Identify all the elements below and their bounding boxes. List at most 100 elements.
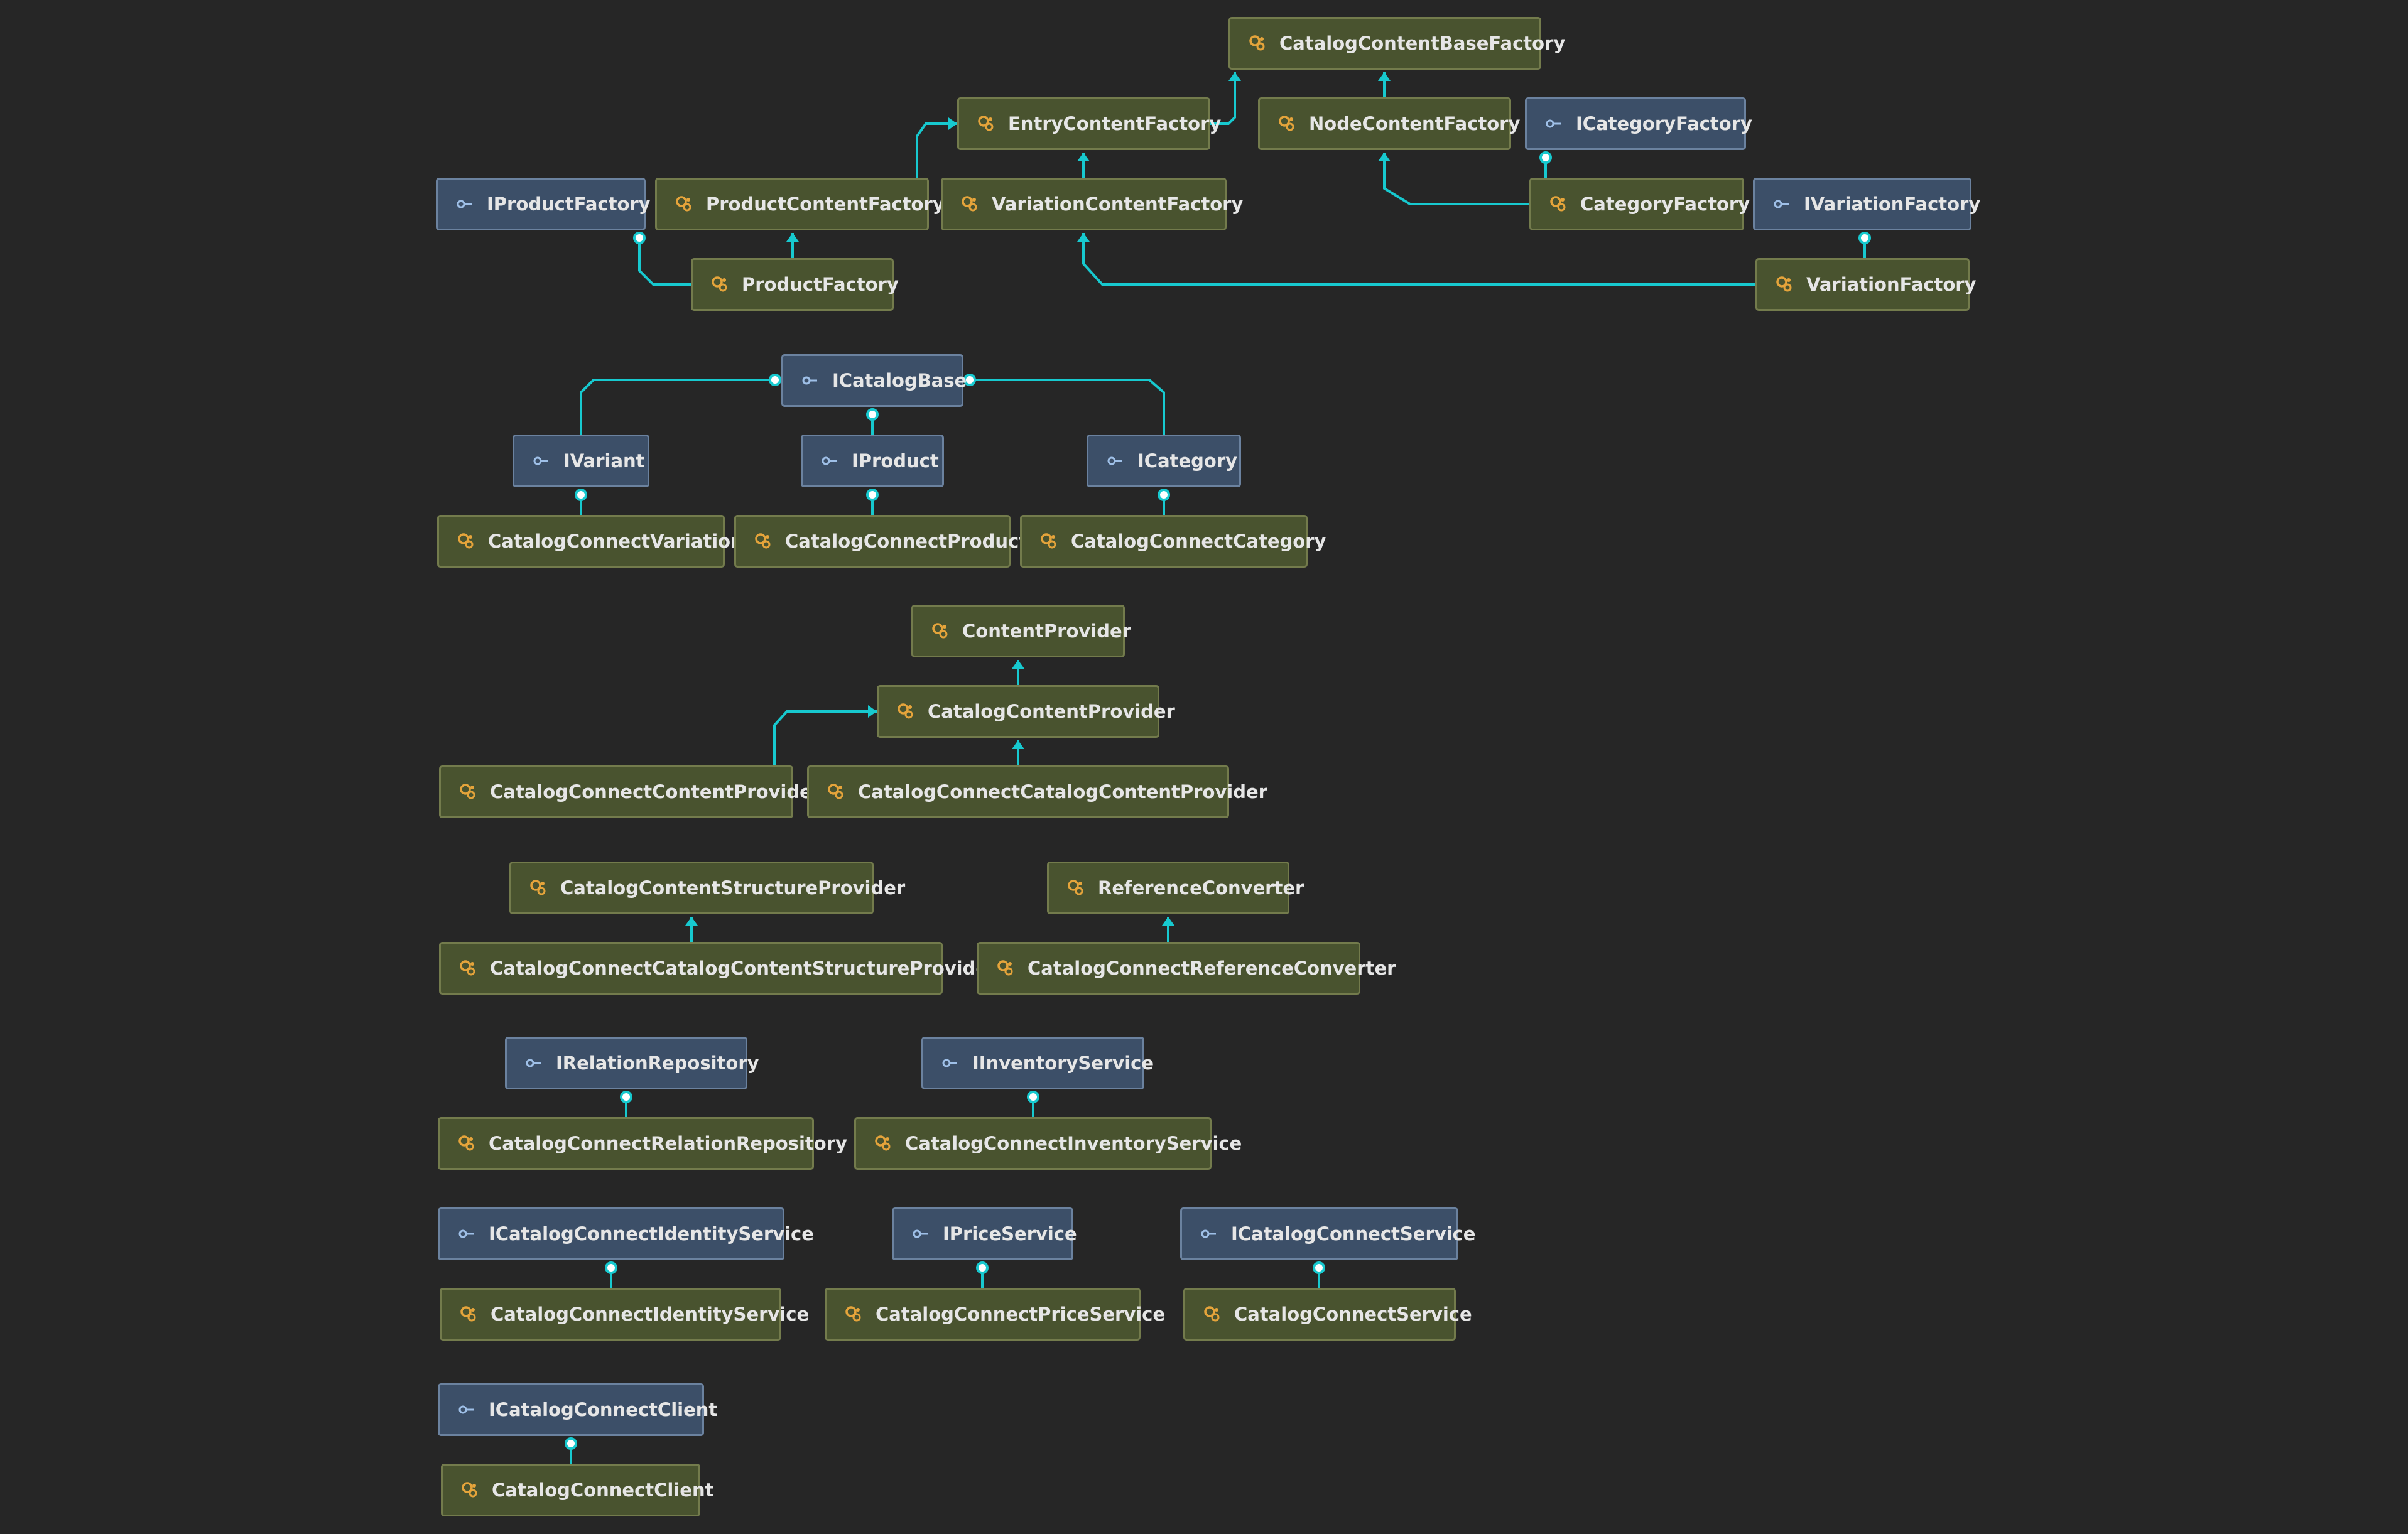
connector-extends-variationFactory [1077, 233, 1755, 286]
implements-endpoint [866, 489, 879, 501]
class-node-catalogConnectInventoryService[interactable]: CatalogConnectInventoryService [854, 1117, 1242, 1170]
class-node-categoryFactory[interactable]: CategoryFactory [1529, 178, 1750, 230]
class-node-referenceConverter[interactable]: ReferenceConverter [1047, 862, 1304, 914]
class-node-variationContentFactory[interactable]: VariationContentFactory [941, 178, 1243, 230]
class-icon [1776, 276, 1792, 292]
node-label: ProductContentFactory [706, 193, 945, 215]
class-node-catalogConnectProduct[interactable]: CatalogConnectProduct [734, 515, 1028, 568]
connector-implements-catalogConnectVariation [575, 489, 587, 515]
class-icon [460, 1306, 476, 1322]
node-label: CatalogConnectCatalogContentProvider [858, 781, 1267, 802]
connector-extends-entryContentFactory [1210, 72, 1241, 125]
class-node-catalogConnectClient[interactable]: CatalogConnectClient [441, 1464, 713, 1516]
node-label: ReferenceConverter [1098, 877, 1304, 899]
class-node-catalogConnectRelationRepository[interactable]: CatalogConnectRelationRepository [438, 1117, 847, 1170]
connector-implements-categoryFactory [1539, 151, 1552, 178]
class-node-productContentFactory[interactable]: ProductContentFactory [655, 178, 945, 230]
node-label: NodeContentFactory [1309, 113, 1521, 134]
interface-node-iCatalogConnectService[interactable]: ICatalogConnectService [1180, 1207, 1475, 1260]
interface-node-iVariant[interactable]: IVariant [513, 435, 649, 487]
node-label: ICatalogConnectClient [489, 1399, 718, 1420]
node-label: CategoryFactory [1580, 193, 1750, 215]
node-label: IProductFactory [487, 193, 651, 215]
connector-extends-variationContentFactory [1077, 153, 1090, 178]
interface-node-iCategoryFactory[interactable]: ICategoryFactory [1525, 97, 1752, 150]
connector-implements-catalogConnectInventoryService [1027, 1091, 1039, 1117]
implements-endpoint [575, 489, 587, 501]
connector-extends-catalogConnectCatalogContentProvider [1012, 740, 1024, 765]
class-node-entryContentFactory[interactable]: EntryContentFactory [957, 97, 1221, 150]
interface-node-iCategory[interactable]: ICategory [1087, 435, 1241, 487]
node-label: IPriceService [943, 1223, 1077, 1245]
interface-node-iRelationRepository[interactable]: IRelationRepository [505, 1037, 759, 1089]
class-node-catalogContentStructureProvider[interactable]: CatalogContentStructureProvider [509, 862, 905, 914]
node-label: CatalogConnectReferenceConverter [1028, 958, 1396, 979]
interface-node-iVariationFactory[interactable]: IVariationFactory [1753, 178, 1980, 230]
class-node-catalogContentBaseFactory[interactable]: CatalogContentBaseFactory [1228, 17, 1565, 70]
class-node-catalogConnectService[interactable]: CatalogConnectService [1183, 1288, 1472, 1341]
node-label: CatalogConnectIdentityService [491, 1304, 810, 1325]
node-label: CatalogConnectRelationRepository [489, 1133, 847, 1154]
node-label: CatalogContentStructureProvider [560, 877, 906, 899]
class-node-variationFactory[interactable]: VariationFactory [1755, 258, 1976, 311]
node-label: CatalogConnectService [1234, 1304, 1472, 1325]
class-node-catalogConnectReferenceConverter[interactable]: CatalogConnectReferenceConverter [977, 942, 1396, 995]
connector-implements-catalogConnectService [1313, 1261, 1325, 1288]
interface-node-iCatalogConnectIdentityService[interactable]: ICatalogConnectIdentityService [438, 1207, 814, 1260]
class-node-catalogConnectCatalogContentProvider[interactable]: CatalogConnectCatalogContentProvider [807, 765, 1267, 818]
connector-implements-productFactory [633, 232, 691, 286]
interface-icon [802, 376, 817, 385]
class-icon [1204, 1306, 1220, 1322]
interface-icon [913, 1229, 928, 1238]
interface-node-iPriceService[interactable]: IPriceService [892, 1207, 1077, 1260]
implements-endpoint [605, 1261, 617, 1274]
node-label: IInventoryService [972, 1052, 1154, 1074]
class-node-productFactory[interactable]: ProductFactory [691, 258, 899, 311]
class-icon [997, 960, 1013, 976]
node-label: CatalogContentBaseFactory [1279, 33, 1566, 54]
interface-icon [458, 1405, 474, 1414]
extends-arrowhead [786, 233, 799, 242]
class-node-catalogConnectCategory[interactable]: CatalogConnectCategory [1020, 515, 1326, 568]
implements-endpoint [1158, 489, 1170, 501]
node-label: ICatalogConnectIdentityService [489, 1223, 814, 1245]
node-label: CatalogConnectCategory [1071, 531, 1326, 552]
extends-arrowhead [1162, 917, 1174, 926]
class-icon [676, 196, 691, 212]
connector-extends-nodeContentFactory [1378, 72, 1391, 97]
connector-extends-catalogConnectCatalogContentStructureProvider [685, 917, 698, 942]
class-icon [755, 533, 771, 549]
interface-node-iCatalogBase[interactable]: ICatalogBase [781, 354, 967, 407]
interface-node-iInventoryService[interactable]: IInventoryService [921, 1037, 1154, 1089]
extends-arrowhead [1077, 153, 1090, 161]
node-label: CatalogConnectProduct [785, 531, 1028, 552]
node-label: CatalogConnectClient [492, 1479, 714, 1501]
interface-icon [526, 1059, 541, 1067]
class-node-contentProvider[interactable]: ContentProvider [911, 605, 1131, 657]
node-label: VariationFactory [1806, 274, 1977, 295]
interface-node-iCatalogConnectClient[interactable]: ICatalogConnectClient [438, 1383, 717, 1436]
class-node-catalogConnectPriceService[interactable]: CatalogConnectPriceService [825, 1288, 1165, 1341]
interface-icon [822, 456, 837, 465]
interface-node-iProduct[interactable]: IProduct [801, 435, 944, 487]
node-label: ICategoryFactory [1576, 113, 1752, 134]
interface-node-iProductFactory[interactable]: IProductFactory [436, 178, 651, 230]
node-label: IVariant [563, 450, 645, 472]
class-node-catalogContentProvider[interactable]: CatalogContentProvider [877, 685, 1175, 738]
class-node-catalogConnectVariation[interactable]: CatalogConnectVariation [437, 515, 744, 568]
node-label: VariationContentFactory [992, 193, 1244, 215]
node-label: CatalogConnectInventoryService [905, 1133, 1242, 1154]
connector-implements-catalogConnectRelationRepository [620, 1091, 632, 1117]
class-node-nodeContentFactory[interactable]: NodeContentFactory [1258, 97, 1520, 150]
class-icon [932, 623, 948, 639]
connector-implements-catalogConnectProduct [866, 489, 879, 515]
connector-extends-catalogConnectReferenceConverter [1162, 917, 1174, 942]
implements-endpoint [1027, 1091, 1039, 1103]
class-node-catalogConnectCatalogContentStructureProvider[interactable]: CatalogConnectCatalogContentStructurePro… [439, 942, 997, 995]
class-icon [1068, 880, 1083, 895]
connector-extends-categoryFactory [1378, 153, 1529, 205]
implements-endpoint [1858, 232, 1871, 244]
class-node-catalogConnectIdentityService[interactable]: CatalogConnectIdentityService [440, 1288, 809, 1341]
class-node-catalogConnectContentProvider[interactable]: CatalogConnectContentProvider [439, 765, 821, 818]
class-icon [1041, 533, 1056, 549]
